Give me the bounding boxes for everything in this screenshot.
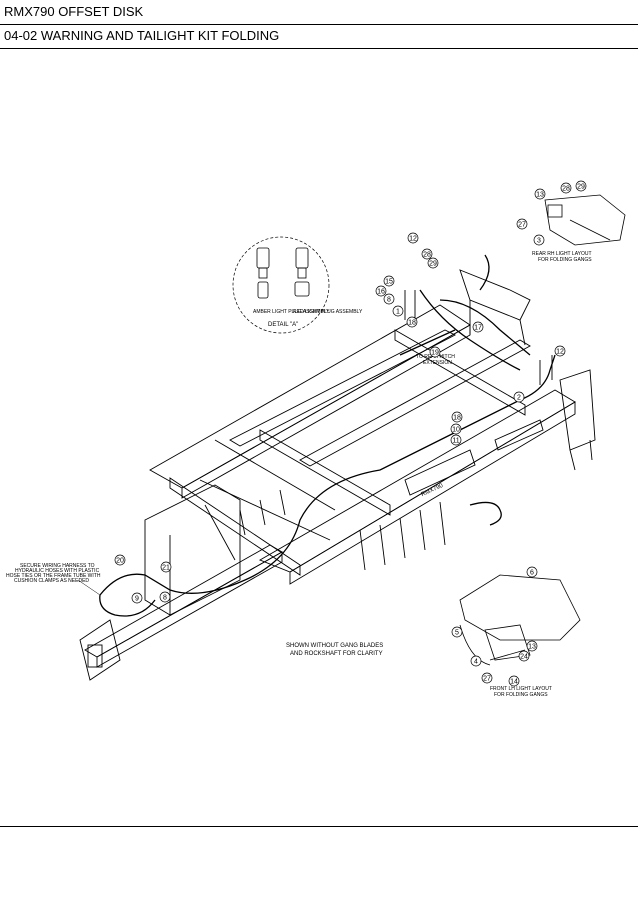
callout-14: 14 — [510, 679, 518, 686]
callout-13: 13 — [536, 192, 544, 199]
callout-18: 18 — [453, 415, 461, 422]
callout-12: 12 — [409, 236, 417, 243]
shown-note-1: SHOWN WITHOUT GANG BLADES — [286, 643, 383, 649]
callout-27: 27 — [483, 676, 491, 683]
callout-29: 29 — [429, 261, 437, 268]
secure-label-2: HYDRAULIC HOSES WITH PLASTIC — [15, 568, 100, 574]
rear-hitch-label-2: EXTENSION — [423, 360, 452, 366]
document-title: RMX790 OFFSET DISK — [4, 4, 144, 19]
rear-rh-label-2: FOR FOLDING GANGS — [538, 257, 592, 263]
callout-21: 21 — [162, 565, 170, 572]
front-lh-label-2: FOR FOLDING GANGS — [494, 692, 548, 698]
callout-15: 15 — [385, 279, 393, 286]
callout-9: 9 — [135, 596, 139, 603]
secure-label-4: CUSHION CLAMPS AS NEEDED — [14, 578, 89, 584]
rear-rh-label-1: REAR RH LIGHT LAYOUT — [532, 251, 592, 257]
callout-6: 6 — [530, 570, 534, 577]
callout-17: 17 — [474, 325, 482, 332]
callout-20: 20 — [116, 558, 124, 565]
amber-plug-label: AMBER LIGHT PLUG ASSEMBLY — [253, 309, 330, 315]
header-divider — [0, 24, 638, 25]
callout-8: 8 — [163, 595, 167, 602]
callout-13: 13 — [528, 644, 536, 651]
callout-11: 11 — [452, 438, 459, 445]
callout-24: 24 — [520, 654, 528, 661]
detail-a-label: DETAIL "A" — [268, 322, 298, 328]
callout-8: 8 — [387, 297, 391, 304]
front-lh-label-1: FRONT LH LIGHT LAYOUT — [490, 686, 552, 692]
callout-29: 29 — [577, 184, 585, 191]
callout-18: 18 — [408, 320, 416, 327]
callout-12: 12 — [556, 349, 564, 356]
callout-10: 10 — [452, 427, 460, 434]
shown-note-2: AND ROCKSHAFT FOR CLARITY — [290, 651, 383, 657]
red-plug-label: RED LIGHT PLUG ASSEMBLY — [293, 309, 363, 315]
callout-28: 28 — [562, 186, 570, 193]
callout-19: 19 — [431, 350, 439, 357]
secure-label-3: HOSE TIES OR THE FRAME TUBE WITH — [6, 573, 101, 579]
callout-28: 28 — [423, 252, 431, 259]
secure-label-1: SECURE WIRING HARNESS TO — [20, 563, 95, 569]
callout-2: 2 — [517, 395, 521, 402]
callout-1: 1 — [396, 309, 400, 316]
callout-5: 5 — [455, 630, 459, 637]
callout-3: 3 — [537, 238, 541, 245]
footer-divider — [0, 826, 638, 827]
callout-27: 27 — [518, 222, 526, 229]
document-subtitle: 04-02 WARNING AND TAILIGHT KIT FOLDING — [4, 28, 280, 43]
callout-4: 4 — [474, 659, 478, 666]
header-bar: RMX790 OFFSET DISK 04-02 WARNING AND TAI… — [0, 0, 638, 49]
callout-16: 16 — [377, 289, 385, 296]
